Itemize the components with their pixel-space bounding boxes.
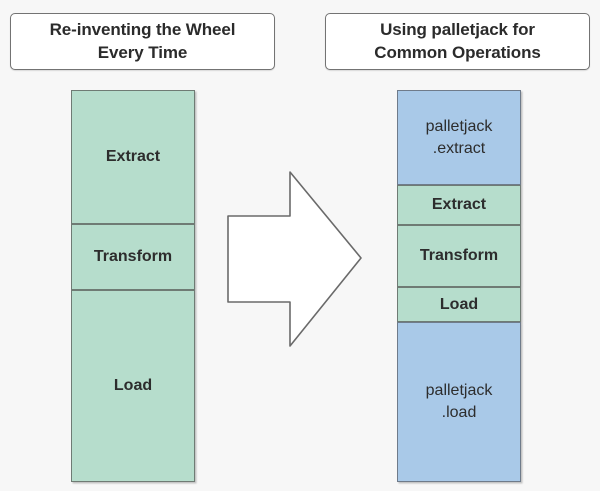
title-left-line1: Re-inventing the Wheel xyxy=(49,19,236,39)
block-label-line2: .load xyxy=(441,404,477,421)
block-transform-manual: Transform xyxy=(71,224,195,290)
title-box-right: Using palletjack for Common Operations xyxy=(325,13,590,70)
block-label: Transform xyxy=(419,247,499,265)
title-box-left: Re-inventing the Wheel Every Time xyxy=(10,13,275,70)
title-left-line2: Every Time xyxy=(97,42,188,62)
block-extract-palletjack: Extract xyxy=(397,185,521,225)
block-palletjack-load: palletjack .load xyxy=(397,322,521,482)
block-palletjack-extract: palletjack .extract xyxy=(397,90,521,185)
block-label: palletjack .extract xyxy=(426,116,493,159)
block-extract-manual: Extract xyxy=(71,90,195,224)
block-load-palletjack: Load xyxy=(397,287,521,322)
arrow-shape xyxy=(227,171,362,347)
block-label: Transform xyxy=(93,248,173,266)
block-label: palletjack .load xyxy=(426,380,493,423)
block-label-line2: .extract xyxy=(432,139,486,157)
block-transform-palletjack: Transform xyxy=(397,225,521,287)
block-label-line1: palletjack xyxy=(425,382,493,400)
block-label: Extract xyxy=(105,148,161,166)
block-label: Load xyxy=(439,295,479,313)
block-label: Extract xyxy=(431,196,487,214)
title-right-line2: Common Operations xyxy=(374,42,541,62)
block-label-line1: palletjack xyxy=(425,117,493,135)
block-load-manual: Load xyxy=(71,290,195,482)
right-arrow xyxy=(222,168,367,350)
block-label: Load xyxy=(113,377,153,395)
title-right-line1: Using palletjack for xyxy=(380,19,535,39)
